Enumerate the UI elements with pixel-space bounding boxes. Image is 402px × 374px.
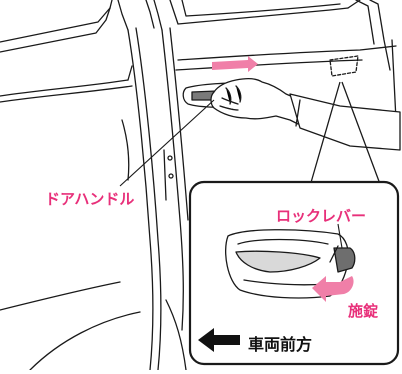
door-handle-leader xyxy=(119,99,215,187)
car-body xyxy=(0,0,397,371)
vehicle-forward-label: 車両前方 xyxy=(248,335,313,354)
lock-lever-label: ロックレバー xyxy=(276,207,367,225)
door-handle-area xyxy=(182,56,401,151)
door-handle-label: ドアハンドル xyxy=(45,190,135,208)
lock-direction-arrow xyxy=(312,276,354,302)
lock-lever-leader xyxy=(337,223,343,249)
callout-lines xyxy=(309,81,381,187)
lock-action-label: 施錠 xyxy=(348,302,379,320)
inset-handle-detail xyxy=(225,229,356,299)
left-arrow-icon xyxy=(198,328,240,352)
